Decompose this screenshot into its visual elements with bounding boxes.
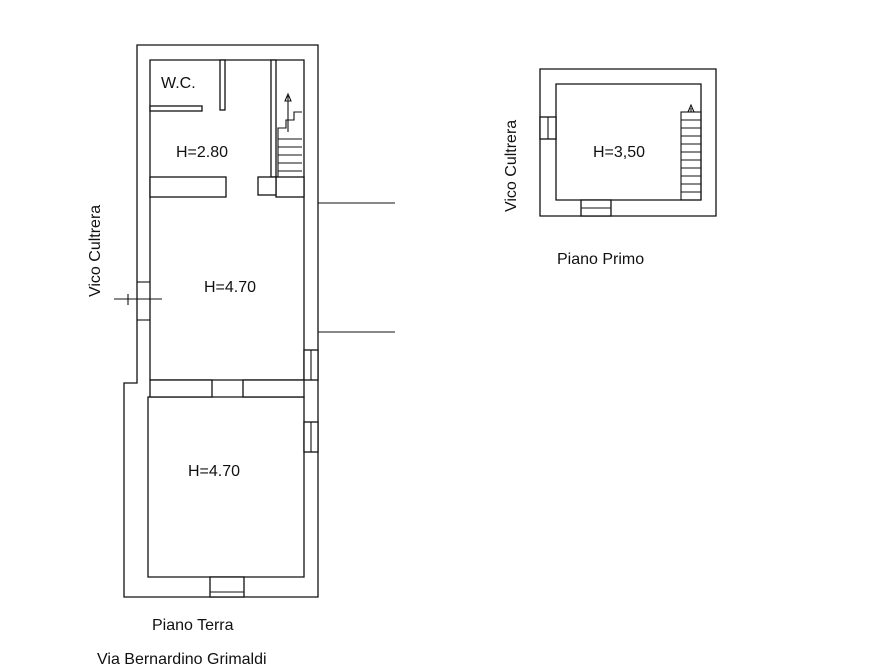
right-window-upper <box>303 349 319 381</box>
first-floor-bottom-window <box>580 199 612 217</box>
first-floor-plan <box>539 68 717 217</box>
street-label-bottom: Via Bernardino Grimaldi <box>97 651 267 668</box>
first-floor-left-window <box>539 116 557 140</box>
room-label-front: H=4.70 <box>188 463 240 480</box>
wc-partition-horizontal <box>149 105 203 112</box>
right-window-lower <box>303 421 319 453</box>
room-label-first-floor: H=3,50 <box>593 144 645 161</box>
room-label-middle: H=4.70 <box>204 279 256 296</box>
room-label-wc: W.C. <box>161 75 196 92</box>
ground-floor-plan <box>114 44 395 598</box>
ground-floor-outer-wall <box>123 44 319 598</box>
first-floor-stair <box>680 103 702 201</box>
street-label-side-ground: Vico Cultrera <box>87 205 104 297</box>
front-door <box>209 576 245 598</box>
wc-partition-vertical <box>219 59 226 111</box>
stair-partition <box>270 59 277 178</box>
ground-floor-stair <box>277 92 302 177</box>
first-floor-title: Piano Primo <box>557 251 644 268</box>
interior-wall-front-right <box>242 379 305 398</box>
interior-wall-front-left <box>149 379 213 398</box>
wall-niche <box>257 176 277 196</box>
interior-wall-back-left <box>149 176 227 198</box>
street-label-side-first: Vico Cultrera <box>503 120 520 212</box>
interior-wall-back-right <box>275 176 305 198</box>
ground-floor-title: Piano Terra <box>152 617 234 634</box>
first-floor-outer-wall <box>539 68 717 217</box>
room-label-back: H=2.80 <box>176 144 228 161</box>
